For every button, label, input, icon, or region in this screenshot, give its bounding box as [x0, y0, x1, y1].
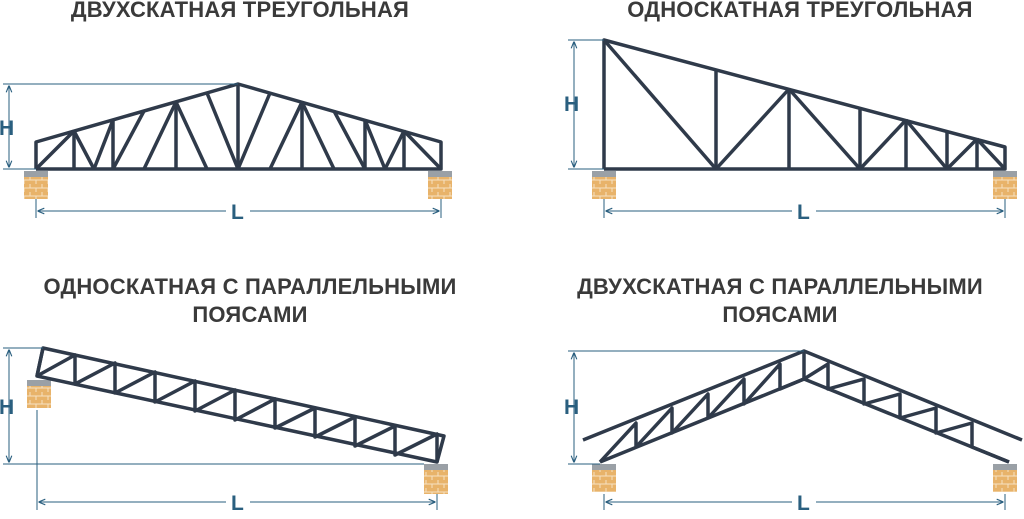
diagram-gable-parallel: H L: [564, 349, 1023, 515]
dimension-height: [568, 350, 804, 465]
truss: [35, 346, 446, 464]
support-left: [27, 380, 51, 408]
length-label: L: [797, 492, 810, 515]
length-label: L: [797, 201, 810, 224]
title-monopitch-parallel-line1: ОДНОСКАТНАЯ С ПАРАЛЛЕЛЬНЫМИ: [43, 274, 457, 299]
title-gable-parallel-line2: ПОЯСАМИ: [722, 302, 838, 327]
height-label: H: [564, 396, 579, 419]
height-label: H: [564, 93, 579, 116]
title-monopitch-parallel-line2: ПОЯСАМИ: [192, 302, 308, 327]
truss: [582, 349, 1023, 464]
title-monopitch-triangular: ОДНОСКАТНАЯ ТРЕУГОЛЬНАЯ: [627, 0, 973, 22]
truss: [602, 38, 1007, 171]
support-right: [424, 464, 448, 494]
diagram-monopitch-triangular: H L: [564, 38, 1017, 224]
title-gable-parallel-line1: ДВУХСКАТНАЯ С ПАРАЛЛЕЛЬНЫМИ: [577, 274, 983, 299]
height-label: H: [0, 117, 14, 140]
support-left: [592, 171, 616, 199]
support-left: [24, 171, 48, 199]
truss: [34, 82, 443, 171]
height-label: H: [0, 396, 14, 419]
length-label: L: [231, 201, 244, 224]
length-label: L: [231, 492, 244, 515]
diagram-monopitch-parallel: H L: [0, 346, 448, 515]
dimension-height: [3, 83, 238, 170]
support-left: [592, 464, 616, 492]
dimension-height: [3, 347, 424, 465]
support-right: [428, 171, 452, 199]
diagram-gable-triangular: H L: [0, 82, 452, 224]
title-gable-triangular: ДВУХСКАТНАЯ ТРЕУГОЛЬНАЯ: [70, 0, 410, 22]
dimension-height: [568, 39, 604, 170]
support-right: [993, 171, 1017, 199]
support-right: [993, 464, 1017, 492]
